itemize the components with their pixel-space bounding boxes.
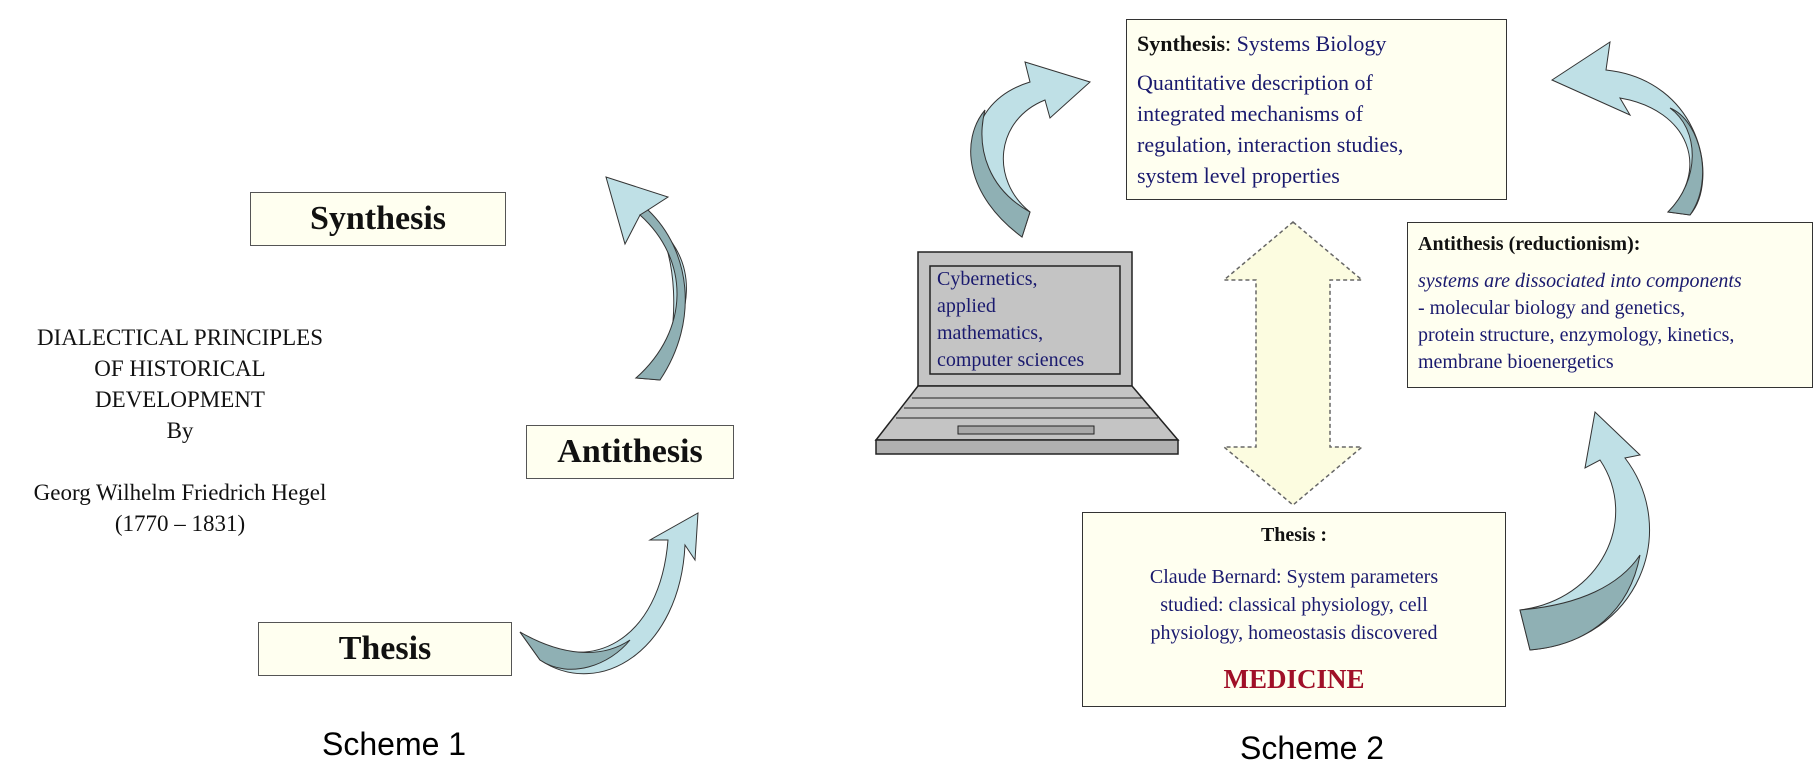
title-line — [0, 446, 360, 477]
scheme2-caption: Scheme 2 — [1240, 730, 1385, 766]
laptop-line: mathematics, — [937, 322, 1044, 344]
antithesis-head: Antithesis (reductionism): — [1418, 233, 1641, 255]
title-line: (1770 – 1831) — [114, 511, 246, 536]
title-line: By — [166, 418, 194, 443]
scheme1-thesis-box: Thesis — [258, 622, 512, 676]
antithesis-italic: systems are dissociated into components — [1418, 270, 1742, 292]
antithesis-line: protein structure, enzymology, kinetics, — [1418, 324, 1735, 346]
synthesis-subtitle: Systems Biology — [1231, 31, 1387, 56]
laptop-screen-text: Cybernetics, applied mathematics, comput… — [937, 266, 1121, 374]
laptop-icon — [874, 251, 1180, 455]
scheme1-arrow-to-synthesis — [605, 176, 687, 381]
scheme2-antithesis-box: Antithesis (reductionism): systems are d… — [1407, 222, 1813, 388]
antithesis-line: - molecular biology and genetics, — [1418, 297, 1686, 319]
scheme2-synthesis-box: Synthesis: Systems Biology Quantitative … — [1126, 19, 1507, 200]
scheme1-synthesis-box: Synthesis — [250, 192, 506, 246]
thesis-head: Thesis : — [1260, 524, 1328, 546]
laptop-line: applied — [937, 295, 996, 317]
scheme2-thesis-box: Thesis : Claude Bernard: System paramete… — [1082, 512, 1506, 707]
thesis-line: physiology, homeostasis discovered — [1150, 622, 1438, 644]
synthesis-body: Quantitative description of integrated m… — [1137, 67, 1496, 191]
thesis-line: studied: classical physiology, cell — [1160, 594, 1428, 616]
scheme2-arrow-from-antithesis — [1550, 40, 1704, 216]
antithesis-line: membrane bioenergetics — [1418, 351, 1614, 373]
laptop-line: Cybernetics, — [937, 268, 1038, 290]
synthesis-sep: : — [1225, 31, 1232, 56]
synthesis-line: integrated mechanisms of — [1137, 101, 1364, 126]
medicine-label: MEDICINE — [1223, 664, 1365, 694]
scheme2-arrow-to-synthesis — [970, 61, 1091, 238]
title-line: DEVELOPMENT — [95, 387, 265, 412]
scheme2-arrow-to-antithesis — [1519, 410, 1650, 651]
scheme1-arrow-to-antithesis — [519, 512, 699, 675]
laptop-line: computer sciences — [937, 349, 1085, 371]
thesis-line: Claude Bernard: System parameters — [1149, 566, 1439, 588]
synthesis-line: regulation, interaction studies, — [1137, 132, 1404, 157]
title-line: OF HISTORICAL — [94, 356, 266, 381]
scheme1-caption: Scheme 1 — [322, 726, 467, 762]
synthesis-head: Synthesis — [1137, 31, 1226, 56]
scheme1-title-block: DIALECTICAL PRINCIPLES OF HISTORICAL DEV… — [0, 322, 360, 539]
synthesis-heading: Synthesis: Systems Biology — [1137, 28, 1496, 59]
title-line: Georg Wilhelm Friedrich Hegel — [33, 480, 327, 505]
synthesis-line: Quantitative description of — [1137, 70, 1373, 95]
title-line: DIALECTICAL PRINCIPLES — [36, 325, 323, 350]
thesis-body: Claude Bernard: System parameters studie… — [1093, 563, 1495, 647]
synthesis-line: system level properties — [1137, 163, 1340, 188]
scheme1-antithesis-box: Antithesis — [526, 425, 734, 479]
scheme2-double-arrow — [1221, 221, 1365, 506]
